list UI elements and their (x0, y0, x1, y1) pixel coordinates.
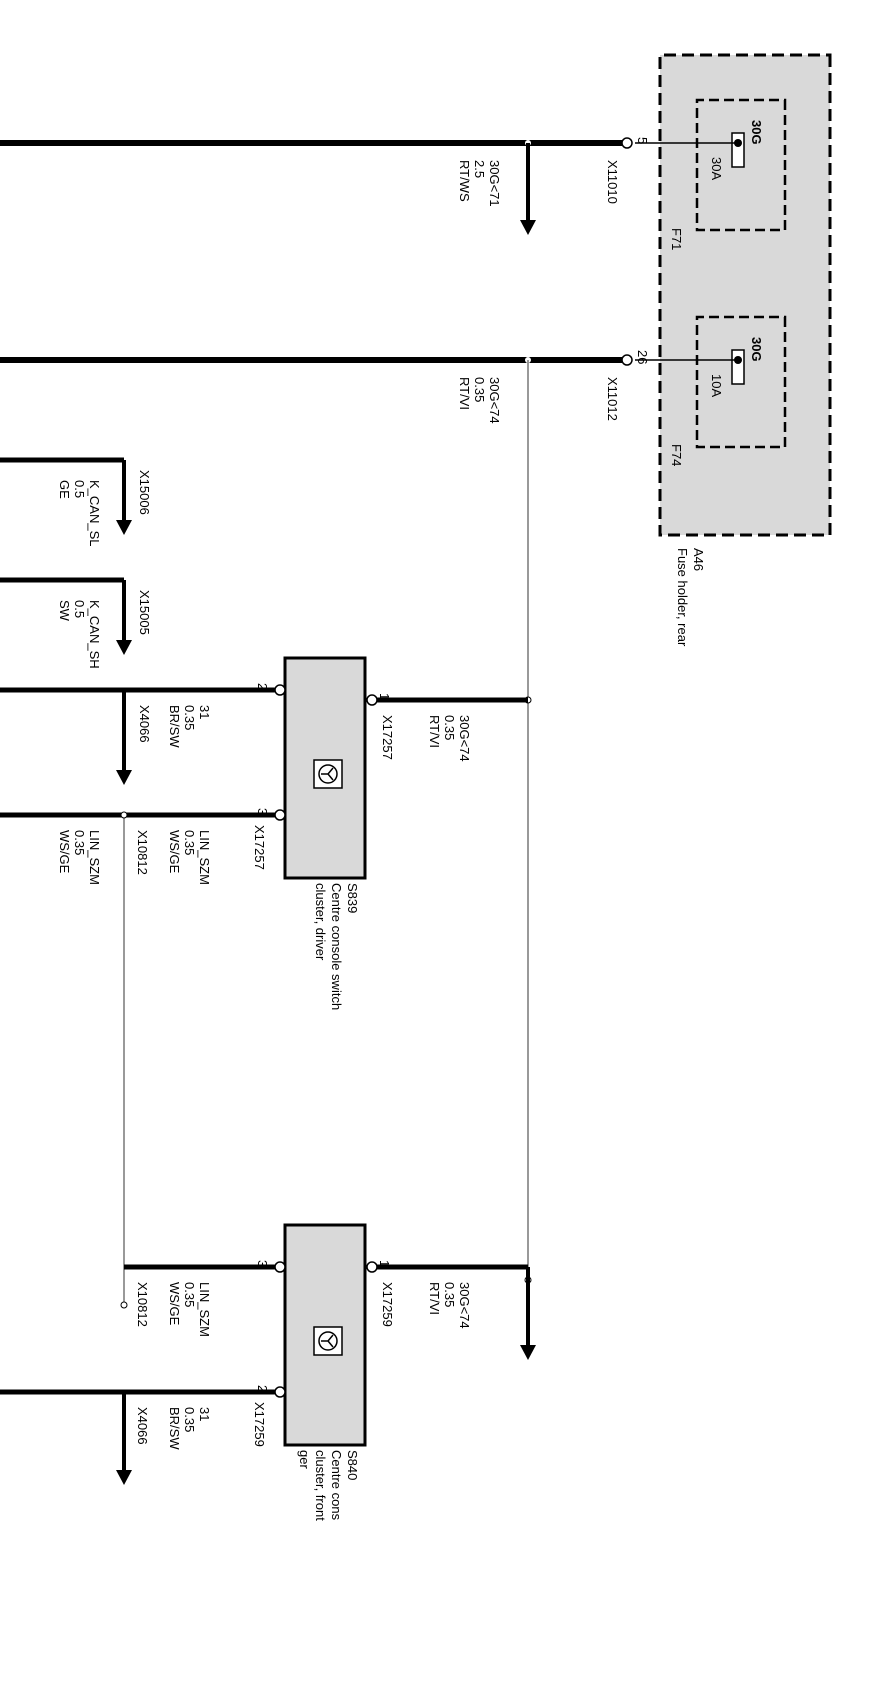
switch-s839-name-2: cluster, driver (313, 883, 328, 961)
switch-s840-name-2: cluster, front (313, 1450, 328, 1521)
connector-x17259-b: X17259 (252, 1402, 267, 1447)
wire-s839-lin-a-signal: LIN_SZM (197, 830, 212, 885)
fuse-f74-terminal: 30G (749, 337, 764, 362)
wire-s840-lin-signal: LIN_SZM (197, 1282, 212, 1337)
switch-s839-pin-2: 2 (255, 683, 270, 690)
connector-x10812-a: X10812 (135, 830, 150, 875)
wire-30g74-color: RT/VI (457, 377, 472, 410)
wire-30g71-size: 2.5 (472, 160, 487, 178)
wire-s839-lin-b-color: WS/GE (57, 830, 72, 874)
connector-x15006: X15006 (137, 470, 152, 515)
fuse-holder-id: A46 (691, 548, 706, 571)
wire-s839-gnd-color: BR/SW (167, 705, 182, 748)
connector-x15005: X15005 (137, 590, 152, 635)
switch-s839: S839 Centre console switch cluster, driv… (283, 656, 367, 1010)
arrow-icon (116, 770, 132, 785)
arrow-icon (116, 640, 132, 655)
arrow-icon (520, 220, 536, 235)
fuse-f74-icon (731, 349, 745, 385)
wire-kcansh-color: SW (57, 600, 72, 622)
fuse-holder-name: Fuse holder, rear (675, 548, 690, 647)
wire-kcansl-color: GE (57, 480, 72, 499)
wire-s840-gnd-signal: 31 (197, 1407, 212, 1421)
connector-x17259: X17259 (380, 1282, 395, 1327)
wire-s840-pwr-size: 0.35 (442, 1282, 457, 1307)
wire-s840-pwr-signal: 30G<74 (457, 1282, 472, 1329)
switch-s840-pin-3: 3 (255, 1260, 270, 1267)
wire-s839-lin-a-color: WS/GE (167, 830, 182, 874)
switch-s839-name-1: Centre console switch (329, 883, 344, 1010)
wire-kcansl-signal: K_CAN_SL (87, 480, 102, 546)
wire-s840-lin-color: WS/GE (167, 1282, 182, 1326)
wire-s840-lin-size: 0.35 (182, 1282, 197, 1307)
switch-s839-pin-3: 3 (255, 808, 270, 815)
switch-s839-id: S839 (345, 883, 360, 913)
fuse-holder-a46: 30G 30A F71 30G 10A F74 A46 Fuse holder,… (635, 53, 832, 647)
wire-30g74-size: 0.35 (472, 377, 487, 402)
arrow-icon (520, 1345, 536, 1360)
wire-30g71-signal: 30G<71 (487, 160, 502, 207)
fuse-f74-rating: 10A (709, 374, 724, 397)
switch-s840-name-1: Centre cons (329, 1450, 344, 1521)
wire-s839-pwr-color: RT/VI (427, 715, 442, 748)
fuse-f71-terminal: 30G (749, 120, 764, 145)
connector-x4066-b: X4066 (135, 1407, 150, 1445)
wire-s839-lin-b-size: 0.35 (72, 830, 87, 855)
connector-x17257: X17257 (380, 715, 395, 760)
arrow-icon (116, 1470, 132, 1485)
connector-x4066-a: X4066 (137, 705, 152, 743)
wire-kcansh-size: 0.5 (72, 600, 87, 618)
wire-s839-gnd-size: 0.35 (182, 705, 197, 730)
switch-s839-pin-1: 1 (377, 693, 392, 700)
wire-s839-gnd-signal: 31 (197, 705, 212, 719)
fuse-f71-id: F71 (669, 228, 684, 250)
wire-s839-pwr-signal: 30G<74 (457, 715, 472, 762)
wire-s839-lin-b-signal: LIN_SZM (87, 830, 102, 885)
wire-kcansh-signal: K_CAN_SH (87, 600, 102, 669)
switch-s840-pin-2: 2 (255, 1385, 270, 1392)
wire-s840-gnd-color: BR/SW (167, 1407, 182, 1450)
wire-30g74-signal: 30G<74 (487, 377, 502, 424)
switch-s840-id: S840 (345, 1450, 360, 1480)
switch-s840-name-3: ger (297, 1450, 312, 1469)
wire-s840-pwr-color: RT/VI (427, 1282, 442, 1315)
fuse-f74-id: F74 (669, 444, 684, 466)
fuse-f71-box (695, 98, 787, 232)
wire-s839-pwr-size: 0.35 (442, 715, 457, 740)
pin-26: 26 (635, 350, 650, 364)
connector-x17257-b: X17257 (252, 825, 267, 870)
fuse-f74-box (695, 315, 787, 449)
wire-s839-lin-a-size: 0.35 (182, 830, 197, 855)
connector-x11012: X11012 (605, 377, 620, 421)
switch-s840: S840 Centre cons cluster, front ger (283, 1223, 367, 1521)
wire-s840-gnd-size: 0.35 (182, 1407, 197, 1432)
connector-x10812-b: X10812 (135, 1282, 150, 1327)
fuse-f71-rating: 30A (709, 157, 724, 180)
connector-x11010: X11010 (605, 160, 620, 204)
arrow-icon (116, 520, 132, 535)
fuse-f71-icon (731, 132, 745, 168)
pin-5: 5 (635, 137, 650, 144)
wire-kcansl-size: 0.5 (72, 480, 87, 498)
switch-s840-pin-1: 1 (377, 1260, 392, 1267)
wire-30g71-color: RT/WS (457, 160, 472, 202)
